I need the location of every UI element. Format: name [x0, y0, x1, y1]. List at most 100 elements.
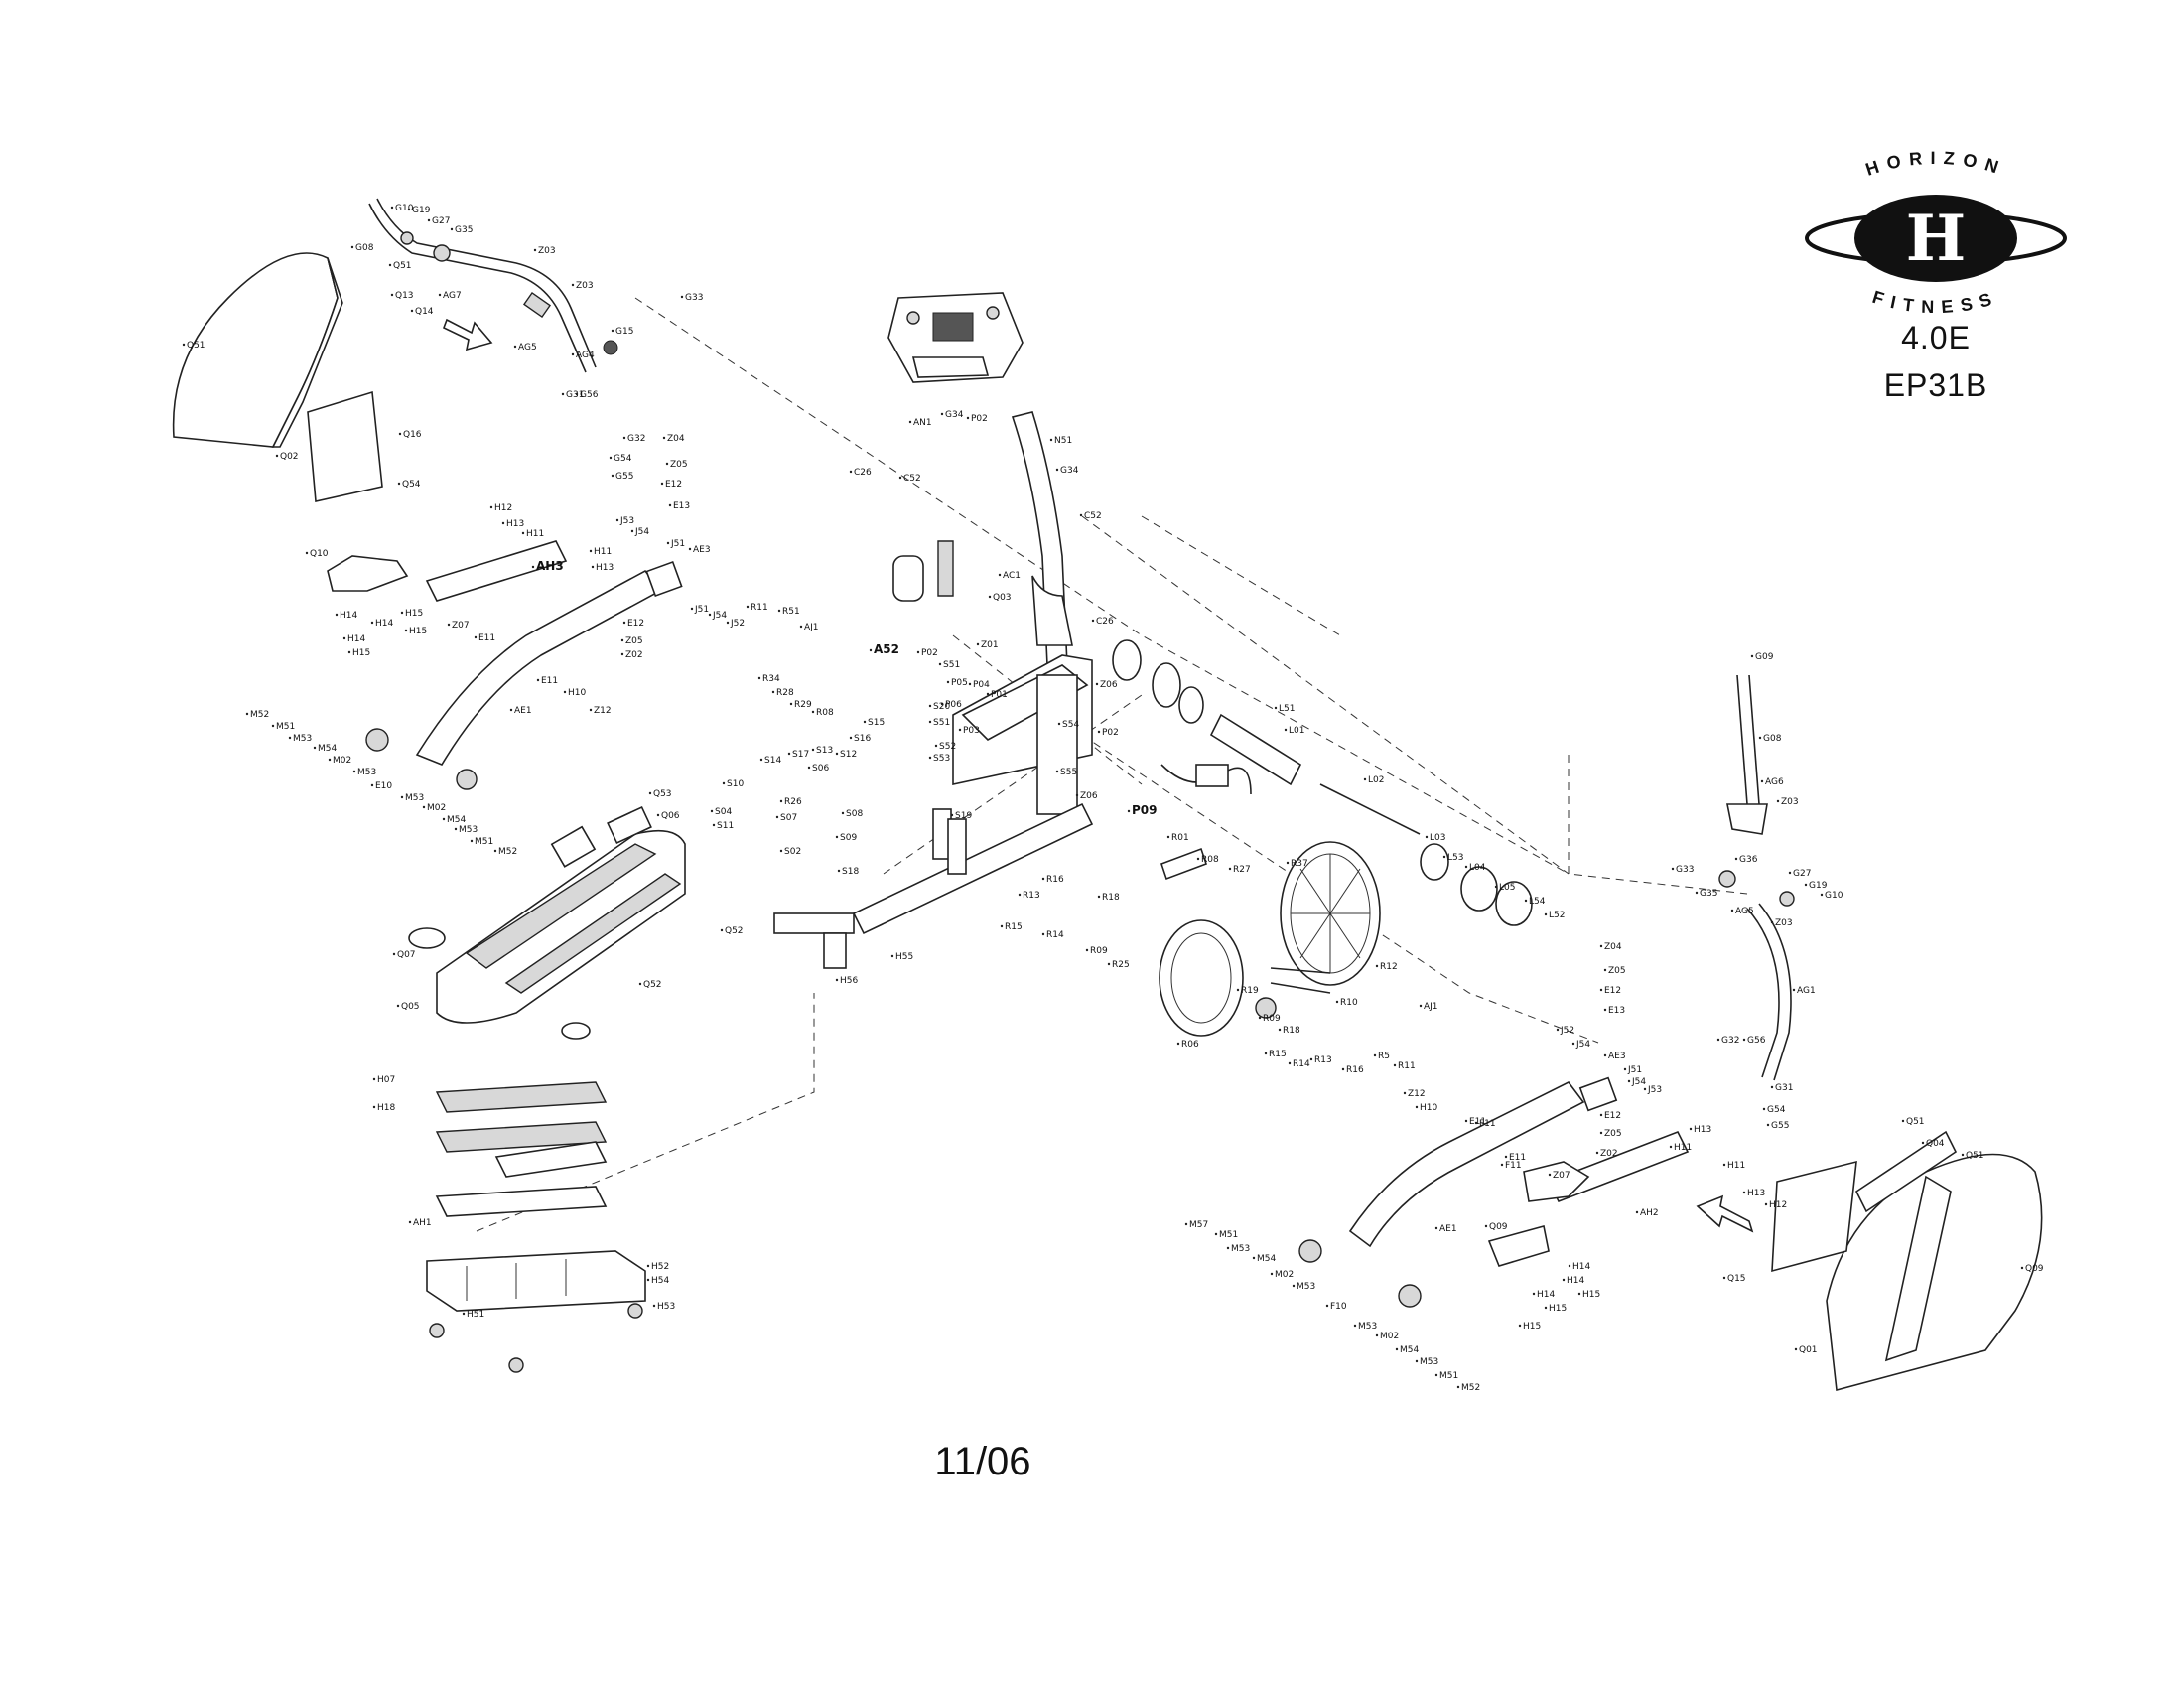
part-label-r51: R51: [782, 607, 800, 617]
label-leader-dot: [849, 736, 853, 740]
part-label-g56: G56: [580, 390, 599, 400]
label-leader-dot: [1518, 1324, 1522, 1328]
part-label-g31b: G31: [1775, 1083, 1793, 1093]
label-leader-dot: [563, 690, 567, 694]
label-leader-dot: [1196, 857, 1200, 861]
label-leader-dot: [660, 482, 664, 486]
label-leader-dot: [1055, 770, 1059, 773]
label-leader-dot: [1375, 964, 1379, 968]
brand-logo: H HORIZON FITNESS: [1777, 139, 2095, 417]
label-leader-dot: [863, 720, 867, 724]
label-leader-dot: [400, 611, 404, 615]
label-leader-dot: [652, 1304, 656, 1308]
label-leader-dot: [1764, 1202, 1768, 1206]
part-label-c26b: C26: [1096, 617, 1114, 627]
label-leader-dot: [934, 744, 938, 748]
part-label-g27: G27: [432, 216, 450, 226]
part-label-p02b: P02: [971, 414, 988, 424]
label-leader-dot: [1577, 1292, 1581, 1296]
part-label-m53h: M53: [1420, 1357, 1438, 1367]
label-leader-dot: [928, 720, 932, 724]
part-label-s16: S16: [854, 734, 871, 744]
label-leader-dot: [940, 702, 944, 706]
part-label-ae1: AE1: [514, 706, 532, 716]
label-leader-dot: [1820, 893, 1824, 897]
label-leader-dot: [396, 1004, 400, 1008]
part-label-h15b: H15: [352, 648, 370, 658]
label-leader-dot: [622, 436, 626, 440]
part-label-h13d: H13: [1747, 1189, 1765, 1198]
label-leader-dot: [1057, 722, 1061, 726]
part-label-ac1: AC1: [1003, 571, 1021, 581]
label-leader-dot: [771, 690, 775, 694]
part-label-r14b: R14: [1293, 1059, 1310, 1069]
label-leader-dot: [1921, 1141, 1925, 1145]
part-label-r27: R27: [1233, 865, 1251, 875]
label-leader-dot: [1766, 1123, 1770, 1127]
part-label-m54: M54: [318, 744, 337, 754]
label-leader-dot: [835, 752, 839, 756]
part-label-q10: Q10: [310, 549, 329, 559]
label-leader-dot: [462, 1312, 466, 1316]
label-leader-dot: [388, 263, 392, 267]
part-label-ah3: AH3: [536, 559, 564, 573]
label-leader-dot: [493, 849, 497, 853]
part-label-s12: S12: [840, 750, 857, 760]
part-label-m54c: M54: [1257, 1254, 1276, 1264]
part-label-h14b: H14: [375, 619, 393, 629]
label-leader-dot: [288, 736, 292, 740]
part-label-s20: S20: [933, 702, 950, 712]
label-leader-dot: [666, 541, 670, 545]
label-leader-dot: [722, 781, 726, 785]
label-leader-dot: [1599, 988, 1603, 992]
part-label-f11: F11: [1479, 1119, 1496, 1129]
right-arrow-icon: [1696, 1194, 1754, 1233]
label-leader-dot: [869, 648, 873, 652]
label-leader-dot: [589, 708, 593, 712]
part-label-h15d: H15: [1582, 1290, 1600, 1300]
part-label-p01: P01: [991, 690, 1008, 700]
part-label-c52b: C52: [1084, 511, 1102, 521]
label-leader-dot: [438, 293, 442, 297]
label-leader-dot: [775, 815, 779, 819]
label-leader-dot: [759, 758, 763, 762]
label-leader-dot: [1292, 1284, 1296, 1288]
part-label-r13: R13: [1023, 891, 1040, 901]
part-label-s14: S14: [764, 756, 781, 766]
label-leader-dot: [1603, 1008, 1607, 1012]
label-leader-dot: [720, 928, 724, 932]
part-label-a52: A52: [874, 642, 899, 656]
label-leader-dot: [835, 835, 839, 839]
part-label-z06: Z06: [1100, 680, 1118, 690]
model-code: EP31B: [1883, 367, 1988, 403]
label-leader-dot: [1524, 899, 1528, 903]
label-leader-dot: [688, 547, 692, 551]
part-label-s52: S52: [939, 742, 956, 752]
part-label-r11: R11: [751, 603, 768, 613]
label-leader-dot: [1252, 1256, 1256, 1260]
part-label-l52: L52: [1549, 911, 1565, 920]
part-label-r29: R29: [794, 700, 812, 710]
label-leader-dot: [1695, 891, 1699, 895]
label-leader-dot: [1284, 728, 1288, 732]
label-leader-dot: [1571, 1042, 1575, 1046]
part-label-g15: G15: [615, 327, 633, 337]
label-leader-dot: [757, 676, 761, 680]
assembly-guide-lines: [476, 297, 1748, 1232]
label-leader-dot: [575, 392, 579, 396]
label-leader-dot: [1270, 1272, 1274, 1276]
part-label-e12c: E12: [1604, 986, 1621, 996]
label-leader-dot: [988, 595, 992, 599]
part-label-r10: R10: [1340, 998, 1358, 1008]
label-leader-dot: [1532, 1292, 1536, 1296]
label-leader-dot: [849, 470, 853, 474]
part-label-s53: S53: [933, 754, 950, 764]
label-leader-dot: [1500, 1163, 1504, 1167]
label-leader-dot: [1730, 909, 1734, 912]
part-label-g56b: G56: [1747, 1036, 1766, 1046]
part-label-h51: H51: [467, 1310, 484, 1320]
part-label-q01: Q01: [1799, 1345, 1818, 1355]
label-leader-dot: [1288, 1061, 1292, 1065]
label-leader-dot: [1335, 1000, 1339, 1004]
label-leader-dot: [662, 436, 666, 440]
